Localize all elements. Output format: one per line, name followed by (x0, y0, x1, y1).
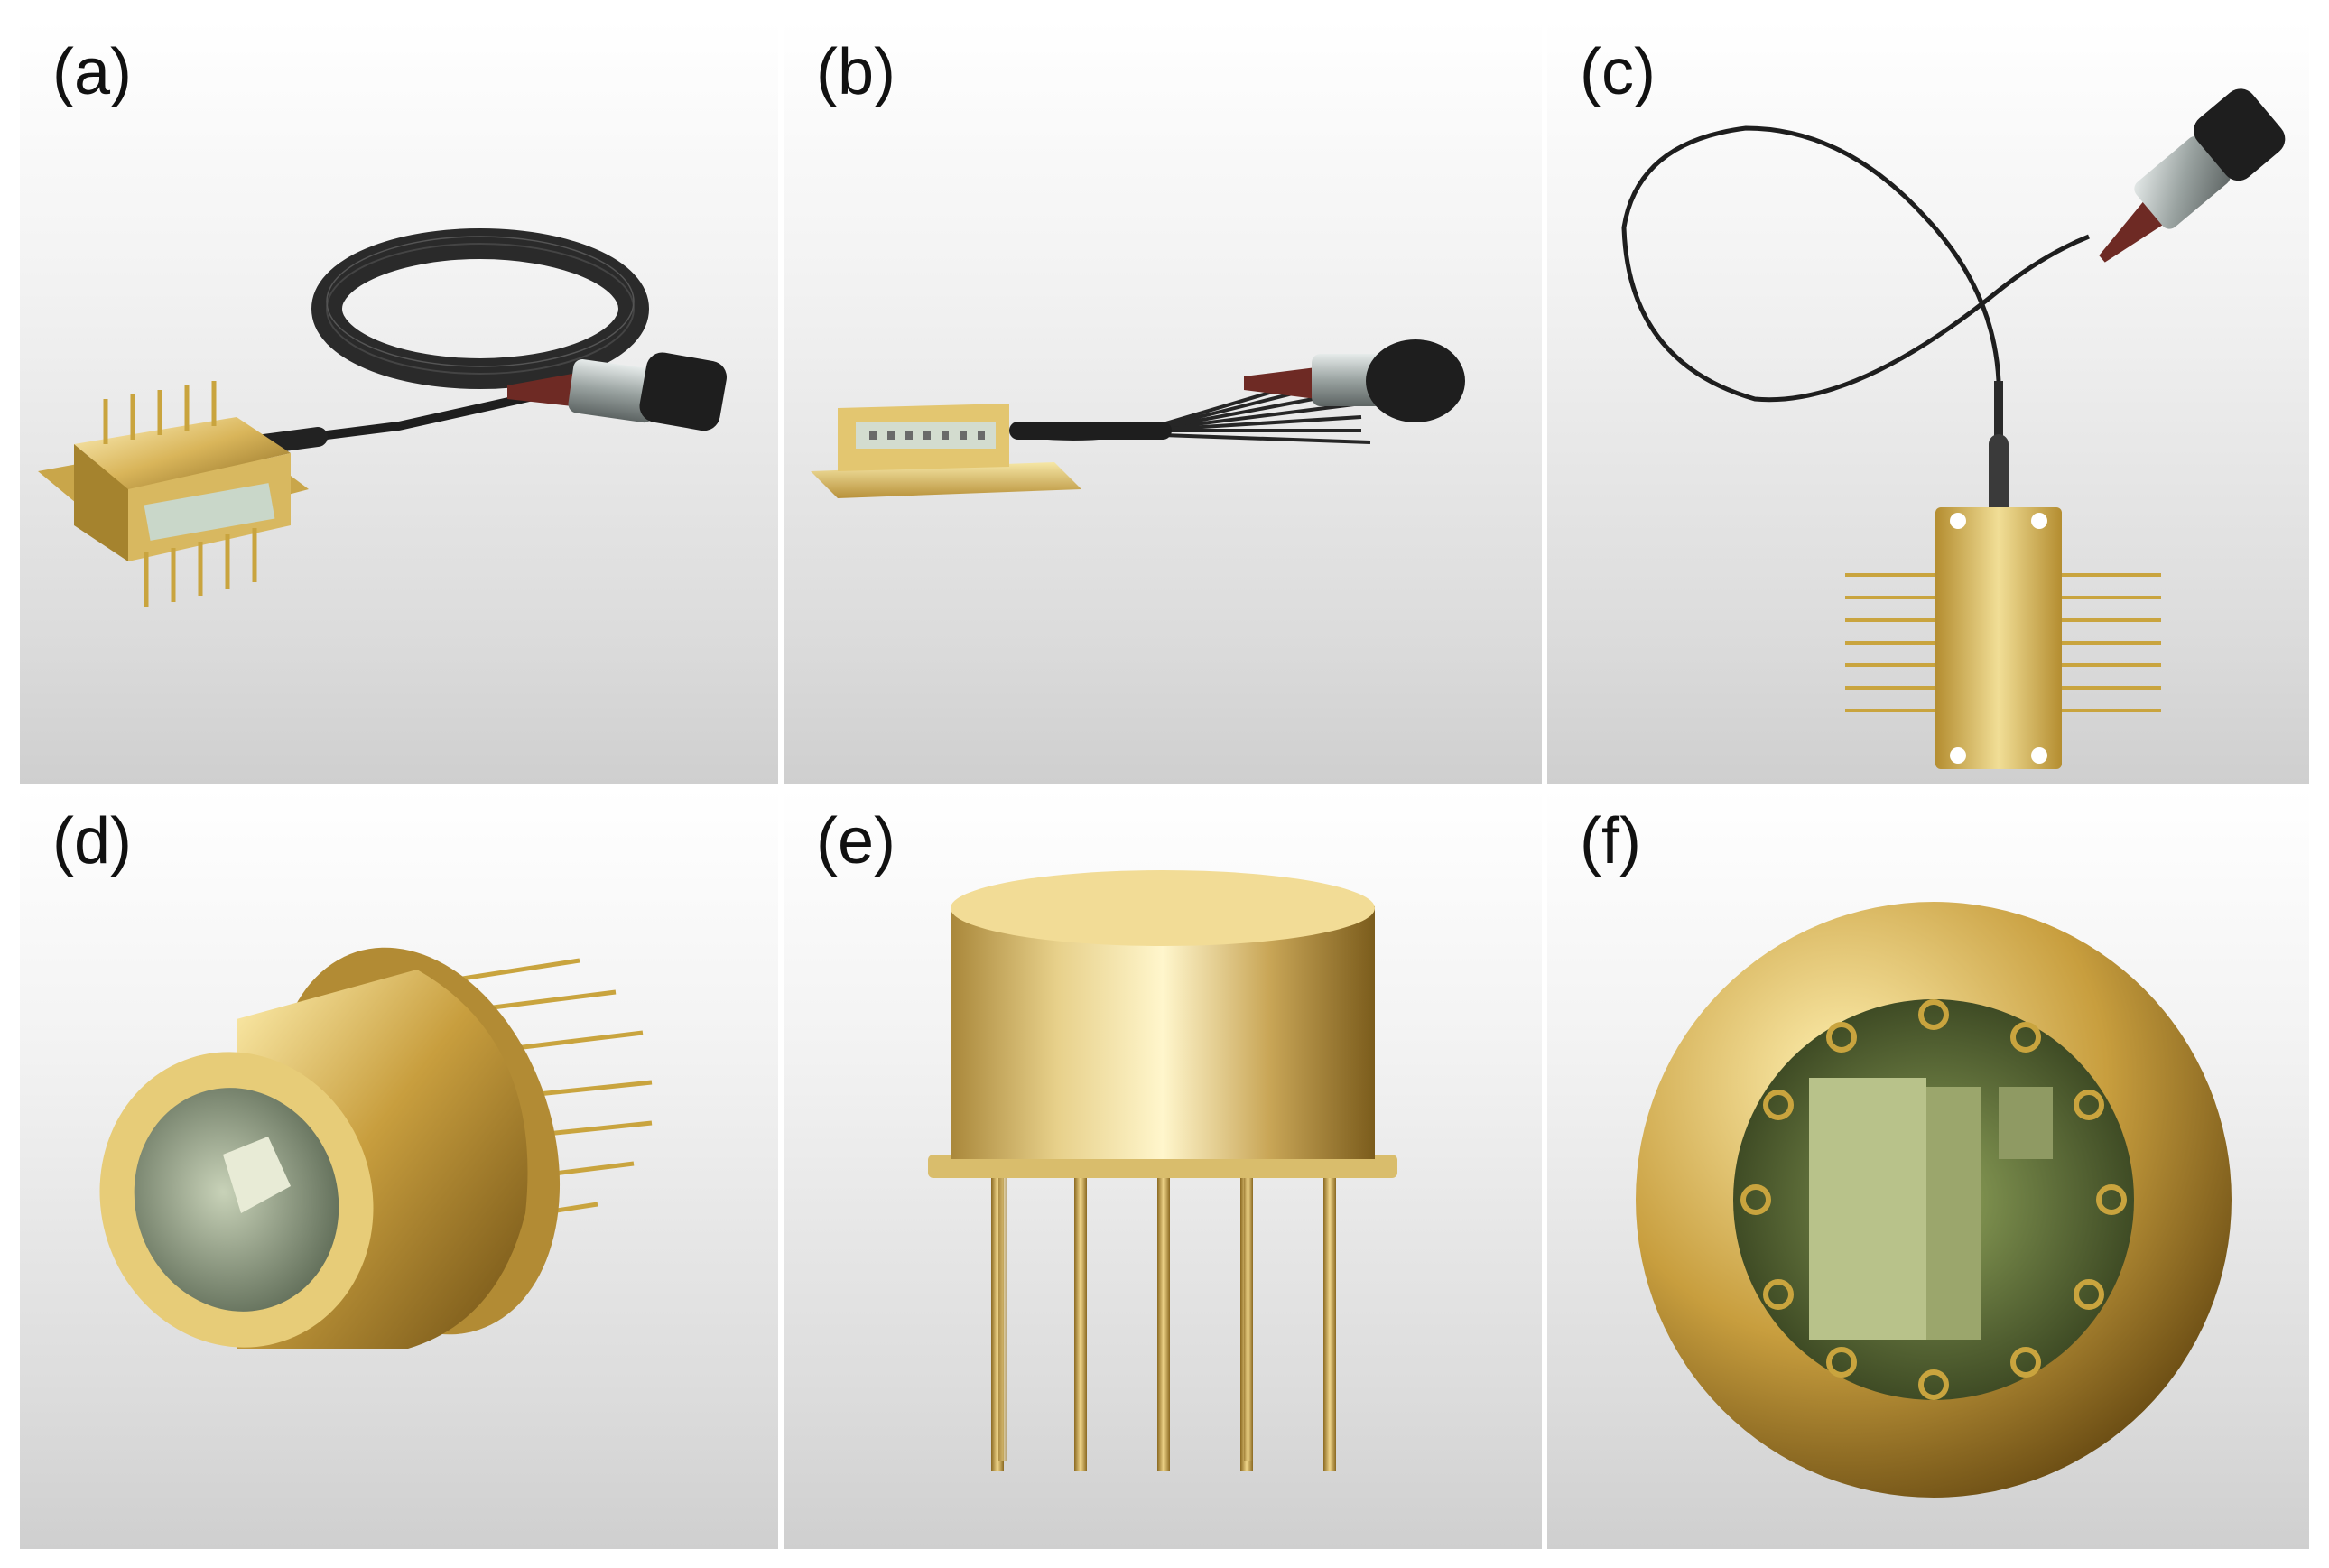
panel-label-b: (b) (816, 36, 895, 108)
panel-label-d: (d) (52, 805, 132, 877)
panel-d: (d) (20, 789, 778, 1549)
can-pins (991, 1173, 1336, 1471)
butterfly-module-illustration-a (38, 228, 727, 607)
fiber-connector (1244, 339, 1465, 422)
package-pins (1845, 573, 2161, 712)
panel-label-f: (f) (1580, 805, 1641, 877)
package-pins (103, 381, 257, 607)
fiber-connector (2099, 88, 2286, 263)
butterfly-module-illustration-b (811, 339, 1465, 498)
flat-butterfly-package (811, 404, 1081, 498)
fiber-loop (1621, 125, 2090, 403)
panel-c: (c) (1547, 20, 2309, 784)
fiber-connector (507, 352, 727, 431)
panel-label-e: (e) (816, 805, 895, 877)
butterfly-module-illustration-c (1621, 88, 2286, 769)
ribbon-coil (311, 228, 649, 389)
panel-label-a: (a) (52, 36, 132, 108)
to-can-illustration-f (1636, 902, 2232, 1498)
can-body (951, 906, 1375, 1159)
butterfly-package (1935, 507, 2062, 769)
butterfly-package (38, 417, 309, 561)
header-pin-rings (1740, 999, 2127, 1400)
chip-carrier (1809, 1078, 1926, 1340)
panel-label-c: (c) (1580, 36, 1656, 108)
to-can-illustration-d (99, 947, 653, 1349)
panel-a: (a) (20, 20, 778, 784)
to-can-illustration-e (928, 870, 1397, 1471)
can-top (951, 870, 1375, 946)
can-flange (928, 1155, 1397, 1178)
panel-b: (b) (784, 20, 1542, 784)
panel-f: (f) (1547, 789, 2309, 1549)
panel-e: (e) (784, 789, 1542, 1549)
can-window (134, 1088, 339, 1312)
